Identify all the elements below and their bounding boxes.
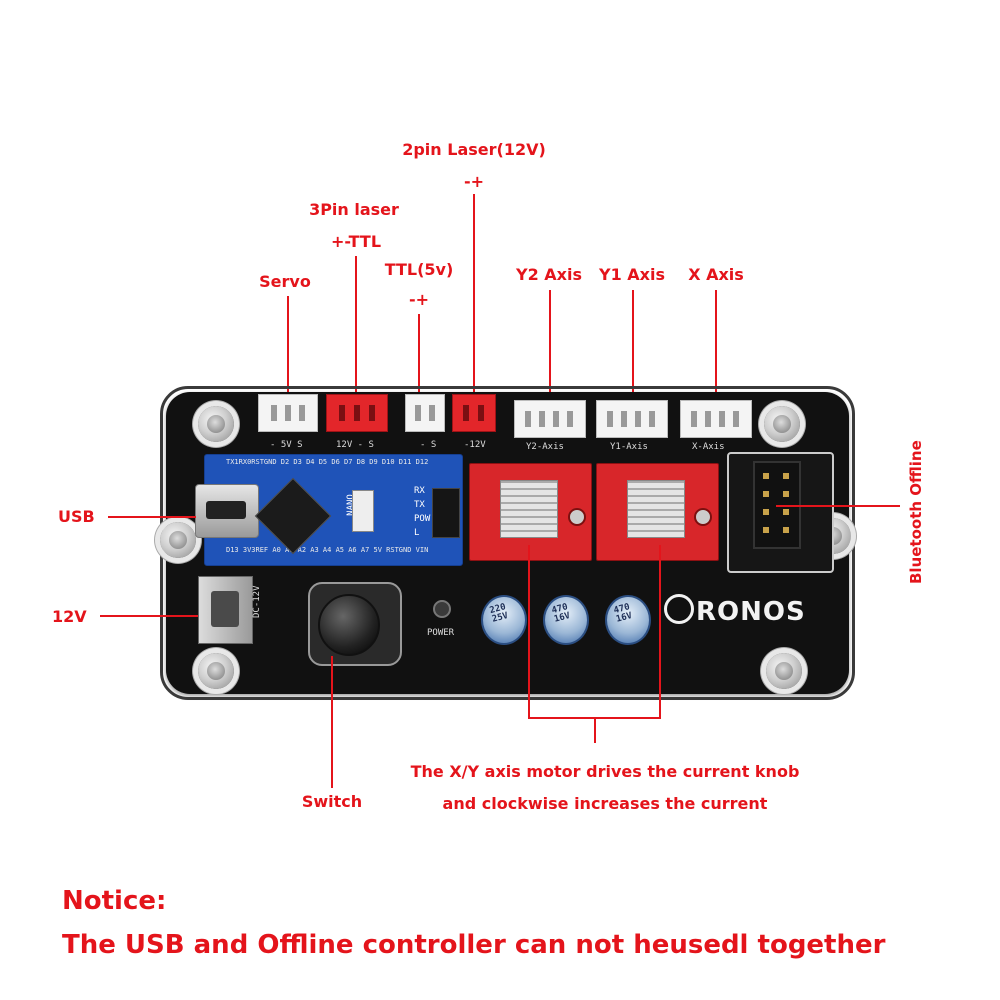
y-current-knob[interactable] [568, 508, 586, 526]
ttl-connector [405, 394, 445, 432]
dc-power-jack[interactable] [198, 576, 253, 644]
y1-axis-pointer [632, 290, 634, 432]
switch-label: Switch [301, 792, 363, 811]
mounting-screw [198, 653, 234, 689]
servo-pointer [287, 296, 289, 408]
ttl-polarity: -+ [408, 290, 430, 309]
switch-pointer [331, 656, 333, 788]
y-axis-driver [469, 463, 592, 561]
mounting-screw [198, 406, 234, 442]
y2-axis-connector [514, 400, 586, 438]
usb-port[interactable] [195, 484, 259, 538]
nano-top-pins: TX1RX0RSTGND D2 D3 D4 D5 D6 D7 D8 D9 D10… [226, 458, 429, 466]
laser2pin-label: 2pin Laser(12V) [402, 140, 546, 159]
mounting-screw [764, 406, 800, 442]
laser3pin-label: 3Pin laser [309, 200, 399, 219]
nano-header [432, 488, 460, 538]
notice-title: Notice: [62, 886, 167, 916]
silk-y1: Y1-Axis [610, 442, 648, 452]
laser3pin-pointer [355, 256, 357, 408]
laser3pin-connector [326, 394, 388, 432]
x-current-knob[interactable] [694, 508, 712, 526]
current-pointer-stem [594, 717, 596, 743]
silk-laser2: -12V [464, 440, 486, 450]
laser2pin-connector [452, 394, 496, 432]
usb-pointer [108, 516, 196, 518]
y2-axis-label: Y2 Axis [516, 265, 582, 284]
power-switch[interactable] [298, 576, 402, 666]
nano-rx: RX [414, 486, 425, 496]
y2-axis-pointer [549, 290, 551, 432]
nano-pow: POW [414, 514, 431, 524]
current-note-line2: and clockwise increases the current [442, 794, 768, 813]
12v-label: 12V [52, 607, 87, 626]
servo-connector [258, 394, 318, 432]
silk-laser3: 12V - S [336, 440, 374, 450]
laser2pin-polarity: -+ [463, 172, 485, 191]
usb-label: USB [58, 507, 95, 526]
laser2pin-pointer [473, 194, 475, 408]
mounting-screw [766, 653, 802, 689]
y1-axis-connector [596, 400, 668, 438]
reset-button[interactable] [352, 490, 374, 532]
12v-pointer [100, 615, 198, 617]
power-led [433, 600, 451, 618]
silk-dc: DC-12V [252, 585, 262, 618]
logo-ring-icon [664, 594, 694, 624]
silk-ttl: - S [420, 440, 437, 450]
x-axis-connector [680, 400, 752, 438]
ttl-pointer [418, 314, 420, 408]
bluetooth-pointer [776, 505, 900, 507]
ttl-label: TTL(5v) [384, 260, 454, 279]
silk-power: POWER [427, 628, 455, 638]
nano-l: L [414, 528, 420, 538]
servo-label: Servo [259, 272, 311, 291]
current-pointer-right [659, 545, 661, 719]
silk-servo: - 5V S [270, 440, 303, 450]
silk-y2: Y2-Axis [526, 442, 564, 452]
current-note-line1: The X/Y axis motor drives the current kn… [410, 762, 800, 781]
y1-axis-label: Y1 Axis [599, 265, 665, 284]
current-pointer-left [528, 545, 530, 719]
laser3pin-polarity: +-TTL [330, 232, 382, 251]
x-axis-label: X Axis [688, 265, 744, 284]
bluetooth-offline-label: Bluetooth Offline [907, 440, 925, 584]
x-axis-pointer [715, 290, 717, 432]
silk-x: X-Axis [692, 442, 725, 452]
nano-bottom-pins: D13 3V3REF A0 A1 A2 A3 A4 A5 A6 A7 5V RS… [226, 546, 429, 554]
notice-text: The USB and Offline controller can not h… [62, 930, 886, 960]
side-screw [160, 522, 196, 558]
brand-logo: RONOS [664, 594, 806, 627]
nano-tx: TX [414, 500, 425, 510]
